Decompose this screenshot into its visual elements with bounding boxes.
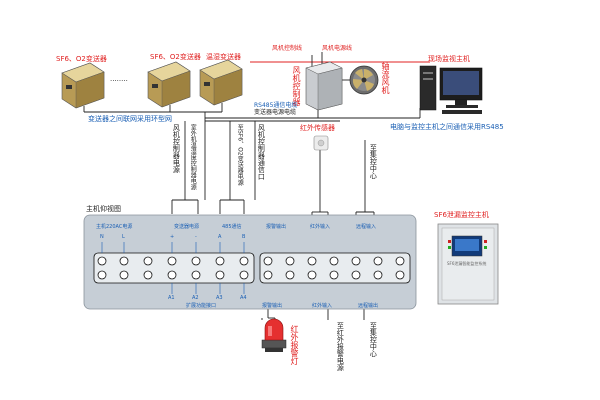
main-unit-title: SF6泄漏监控主机 — [434, 211, 489, 219]
transmitter-device-1 — [61, 62, 105, 109]
vlabel-to-control-center-top: 至集控中心 — [369, 144, 378, 179]
sf6-main-unit — [437, 223, 499, 305]
bottom-label-a4: A4 — [240, 295, 247, 301]
transmitter3-label: 温湿变送器 — [206, 53, 241, 61]
vlabel-fan-controller-power: 风机控制器电源 — [172, 124, 181, 173]
vlabel-to-infrared-alarm-power: 至红外报警电源 — [336, 322, 345, 371]
host-top-label-485: 485通信 — [222, 224, 242, 230]
pin-label-l: L — [122, 234, 125, 240]
vlabel-transmitter-power: 至SF6、O2变送器电源 — [236, 124, 244, 186]
pin-label-n: N — [100, 234, 104, 240]
transmitter2-label: SF6、O2变送器 — [150, 53, 201, 61]
infrared-sensor-label: 红外传感器 — [300, 124, 335, 132]
bottom-extension-label: 扩展功能接口 — [186, 303, 217, 309]
host-top-label-infrared-in: 红外输入 — [310, 224, 331, 230]
host-bottom-panel — [83, 214, 417, 310]
host-top-label-remote-in: 远程输入 — [356, 224, 377, 230]
transmitter-power-cable-label: 变送器电源电缆 — [254, 109, 297, 116]
infrared-sensor-icon — [313, 135, 329, 151]
bottom-label-infrared-in: 红外输入 — [312, 303, 333, 309]
pin-label-b: B — [242, 234, 246, 240]
bottom-label-a2: A2 — [192, 295, 199, 301]
transmitter-device-2 — [147, 61, 191, 108]
fan-control-line-label: 风机控制线 — [272, 45, 303, 52]
host-top-label-alarm-out: 报警输出 — [266, 224, 287, 230]
bottom-label-remote-out: 远程输出 — [358, 303, 379, 309]
fan-controller-box — [305, 61, 343, 111]
infrared-alarm-label: 红外报警灯 — [290, 325, 299, 365]
host-top-label-transmitter-power: 变送器电源 — [174, 224, 200, 230]
computer-link-note: 电脑与监控主机之间通信采用RS485 — [390, 123, 504, 131]
infrared-alarm-lamp-icon — [261, 318, 287, 352]
bottom-label-a1: A1 — [168, 295, 175, 301]
axial-fan-icon — [349, 65, 379, 95]
pin-label-a: A — [218, 234, 222, 240]
pin-label-plus: + — [170, 234, 175, 240]
monitor-host-title: 现场监视主机 — [428, 55, 470, 63]
vlabel-fan-controller-comm: 风机控制器通信口 — [257, 124, 266, 180]
rs485-cable-label: RS485通信电缆 — [254, 102, 298, 109]
bottom-label-alarm-out: 报警输出 — [262, 303, 283, 309]
host-terminals — [97, 256, 405, 280]
network-note: 变送器之间联网采用环型网 — [88, 115, 172, 123]
vlabel-outdoor-humidity-power: 室外机温湿度控制器电源 — [189, 124, 197, 190]
transmitter1-label: SF6、O2变送器 — [56, 55, 107, 63]
axial-fan-label: 轴流风机 — [381, 62, 390, 94]
vlabel-to-control-center-bottom: 至集控中心 — [369, 322, 378, 357]
bottom-label-a3: A3 — [216, 295, 223, 301]
host-top-label-power: 主机220AC电源 — [96, 224, 133, 230]
fan-power-line-label: 风机电源线 — [322, 45, 353, 52]
fan-controller-label: 风机控制器 — [292, 66, 301, 106]
transmitter-device-3 — [199, 59, 243, 106]
monitor-computer-icon — [419, 65, 483, 114]
transmitter-dots: ........ — [110, 75, 128, 83]
host-view-title: 主机仰视图 — [86, 205, 121, 213]
main-unit-caption: SF6泄漏智能监控系统 — [447, 261, 487, 266]
pin-label-minus: - — [195, 234, 197, 240]
